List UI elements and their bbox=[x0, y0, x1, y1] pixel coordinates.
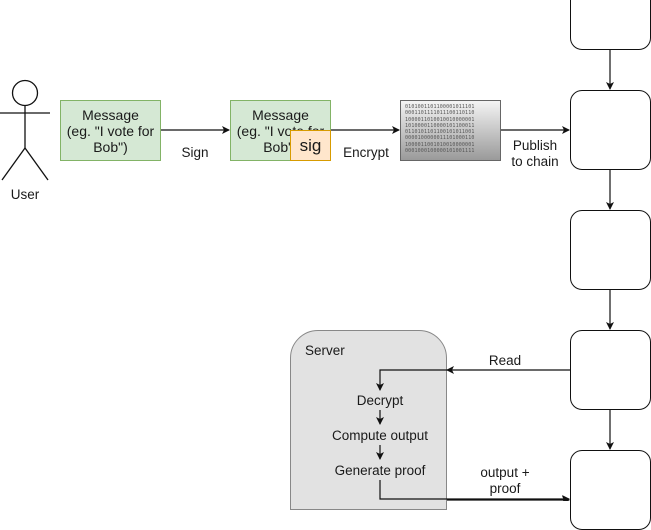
signature-tag: sig bbox=[290, 130, 331, 161]
ciphertext-row: 1000011010010010000001 bbox=[405, 116, 475, 123]
message-line: Bob") bbox=[263, 138, 298, 155]
actor-label: User bbox=[10, 187, 40, 202]
chain-block bbox=[570, 330, 651, 410]
read-label: Read bbox=[488, 353, 522, 368]
message-line: (eg. "I vote for bbox=[66, 122, 155, 139]
chain-block bbox=[570, 0, 651, 50]
message-line: Bob") bbox=[93, 138, 128, 155]
publish-label-line: Publish bbox=[512, 138, 558, 153]
publish-label-line: to chain bbox=[511, 154, 559, 169]
sign-label: Sign bbox=[181, 145, 209, 160]
server-step-proof: Generate proof bbox=[334, 463, 426, 478]
server-step-decrypt: Decrypt bbox=[356, 393, 404, 408]
ciphertext-row: 0101001101100001011101 bbox=[405, 104, 475, 110]
chain-block bbox=[570, 90, 651, 170]
ciphertext-row: 1010000110000101100011 bbox=[405, 122, 475, 129]
message-line: Message bbox=[252, 106, 309, 123]
encrypt-label: Encrypt bbox=[343, 145, 389, 160]
publish-label: Publish to chain bbox=[503, 138, 567, 170]
chain-block bbox=[570, 450, 651, 530]
ciphertext-row: 0001101111011100110110 bbox=[405, 110, 475, 117]
ciphertext-row: 0110101101100101011001 bbox=[405, 129, 475, 136]
message-box: Message (eg. "I vote for Bob") bbox=[60, 100, 161, 161]
ciphertext-block: 0101001101100001011101 00011011110111001… bbox=[400, 100, 501, 161]
ciphertext-row: 1000011001010010000001 bbox=[405, 141, 475, 148]
message-line: Message bbox=[82, 106, 139, 123]
user-stick-figure-icon bbox=[0, 79, 50, 181]
output-proof-label-line: output + bbox=[480, 465, 530, 480]
output-proof-label: output + proof bbox=[470, 465, 540, 497]
output-proof-label-line: proof bbox=[489, 481, 521, 496]
server-title: Server bbox=[305, 343, 345, 358]
ciphertext-row: 0000100000011101000110 bbox=[405, 135, 475, 142]
server-step-compute: Compute output bbox=[331, 428, 429, 443]
chain-block bbox=[570, 210, 651, 290]
ciphertext-row: 0001000100000101001111 bbox=[405, 148, 475, 155]
